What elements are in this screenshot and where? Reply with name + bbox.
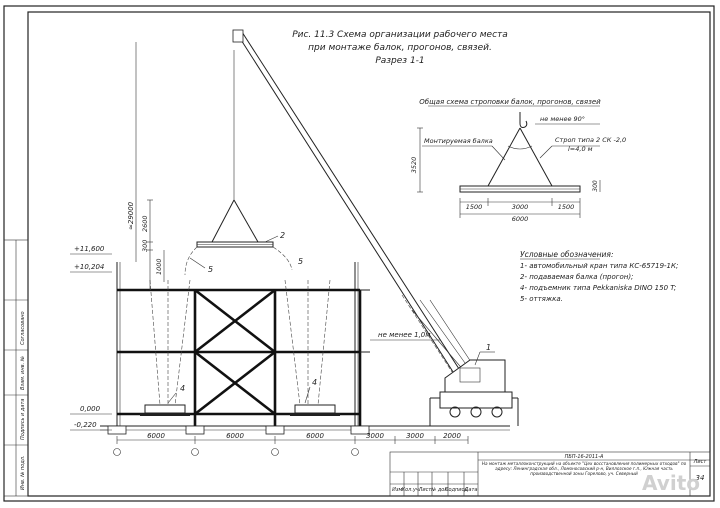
- stamp-sheet-number: 34: [696, 474, 705, 482]
- sling-type-label: Строп типа 2 СК -2,0: [555, 136, 626, 144]
- callout-lift-left: 4: [180, 384, 185, 393]
- watermark-logo: Avito: [642, 471, 700, 495]
- span-5: 3000: [406, 432, 424, 440]
- span-4: 3000: [366, 432, 384, 440]
- sling-scheme: Общая схема строповки балок, прогонов, с…: [410, 98, 626, 223]
- sling-seg-1: 1500: [466, 203, 483, 211]
- sling-seg-2: 3000: [512, 203, 529, 211]
- callout-lift-right: 4: [312, 378, 317, 387]
- min-distance-label: не менее 1,0м: [378, 331, 431, 339]
- callout-guy-left: 5: [208, 265, 213, 274]
- span-dims: 6000 6000 6000 3000 3000 2000: [113, 432, 469, 456]
- callout-beam: 2: [280, 231, 285, 240]
- stamp-header-3: Лист: [418, 487, 433, 493]
- level-top1: +11,600: [74, 245, 105, 253]
- legend-item-2: 2- подаваемая балка (прогон);: [520, 273, 633, 281]
- sling-length-label: l=4,0 м: [568, 145, 593, 153]
- sling-leg-left: [487, 127, 521, 187]
- frame-beams: [117, 288, 370, 416]
- guy-rope-right: [272, 246, 293, 271]
- side-label-sign: Подпись и дата: [20, 399, 26, 440]
- callout-crane: 1: [486, 343, 491, 352]
- min-distance-dim: не менее 1,0м: [370, 331, 440, 341]
- title-line-2: при монтаже балок, прогонов, связей.: [308, 43, 492, 53]
- beam-label: Монтируемая балка: [424, 137, 493, 145]
- level-bottom: -0,220: [74, 421, 97, 429]
- span-2: 6000: [226, 432, 244, 440]
- callouts: 1 2 4 4 5 5: [167, 231, 495, 404]
- title-block: Рис. 11.3 Схема организации рабочего мес…: [292, 30, 508, 66]
- frame-columns: [116, 262, 362, 426]
- title-line-3: Разрез 1-1: [375, 56, 424, 66]
- stamp-header-6: Дата: [464, 487, 478, 493]
- stamp-sheet-label: Лист: [693, 459, 708, 465]
- dim-sling-2600: 2600: [141, 215, 149, 232]
- sling-height-dim: 3520: [410, 157, 418, 174]
- dim-beam-gap: 1000: [155, 258, 163, 275]
- lift-right: [284, 279, 340, 416]
- sling-seg-3: 1500: [558, 203, 575, 211]
- dim-crane-height: ≈29000: [127, 201, 135, 230]
- span-6: 2000: [443, 432, 461, 440]
- stamp-header-2: Кол.уч.: [402, 487, 421, 493]
- legend-item-4: 5- оттяжка.: [520, 295, 563, 303]
- crane: [232, 29, 519, 426]
- stamp-header-4: № док.: [430, 487, 449, 493]
- stamp: Изм. Кол.уч. Лист № док. Подпись Дата ПБ…: [389, 451, 711, 497]
- stamp-code: ПБП-16-2011-А: [565, 454, 604, 460]
- lift-left: [140, 279, 191, 416]
- guy-rope-left: [184, 246, 198, 276]
- cross-bracing: [194, 288, 276, 416]
- legend-item-1: 1- автомобильный кран типа КС-65719-1К;: [520, 262, 678, 270]
- level-marks: +11,600 +10,204 0,000 -0,220: [70, 245, 112, 431]
- callout-guy-right: 5: [298, 257, 303, 266]
- level-top2: +10,204: [74, 263, 104, 271]
- stamp-header-5: Подпись: [445, 487, 468, 493]
- side-stamp: Инв. № подл. Подпись и дата Взам. инв. №…: [3, 239, 29, 497]
- legend: Условные обозначения: 1- автомобильный к…: [520, 250, 678, 303]
- vertical-dims: ≈29000 2600 300 1000: [127, 42, 165, 290]
- sling-small-dim: 300: [592, 180, 599, 192]
- dim-sling-300: 300: [141, 240, 149, 252]
- legend-title: Условные обозначения:: [520, 250, 613, 259]
- span-3: 6000: [306, 432, 324, 440]
- angle-label: не менее 90°: [540, 115, 585, 123]
- span-1: 6000: [147, 432, 165, 440]
- level-zero: 0,000: [80, 405, 101, 413]
- legend-item-3: 4- подъемник типа Pekkaniska DINO 150 T;: [520, 284, 676, 292]
- stamp-project: На монтаж металлоконструкций на объекте …: [481, 461, 687, 476]
- hook-icon: [519, 112, 528, 128]
- sling-total: 6000: [512, 215, 529, 223]
- side-label-inv: Инв. № подл.: [20, 456, 26, 491]
- stamp-header-1: Изм.: [392, 487, 404, 493]
- side-label-replace: Взам. инв. №: [20, 356, 26, 390]
- side-label-agreed: Согласовано: [20, 311, 26, 345]
- title-line-1: Рис. 11.3 Схема организации рабочего мес…: [292, 30, 508, 40]
- sling-angle-arc: [507, 145, 533, 150]
- lifted-beam-assembly: [184, 50, 293, 276]
- sling-scheme-title: Общая схема строповки балок, прогонов, с…: [419, 98, 601, 106]
- sling-leg-right: [519, 127, 553, 187]
